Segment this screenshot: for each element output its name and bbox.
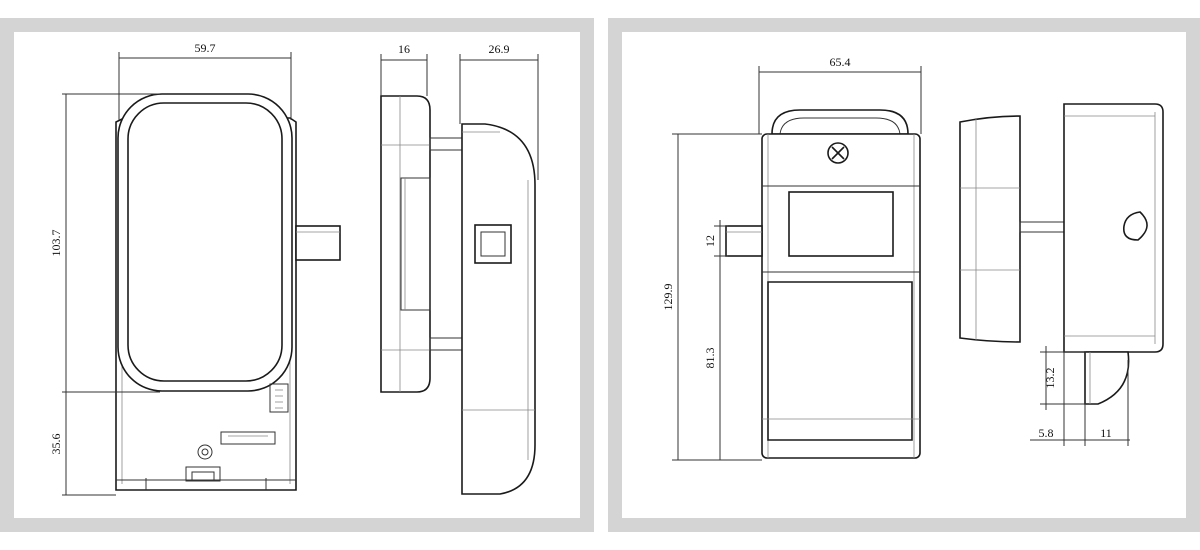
- left-side-view: [380, 95, 536, 495]
- dim-height-129-9: 129.9: [661, 284, 675, 311]
- dim-depth-26-9: 26.9: [489, 42, 510, 56]
- right-front-view: [725, 109, 921, 459]
- dim-depth-16: 16: [398, 42, 410, 56]
- left-front-view: [115, 93, 341, 491]
- dim-width-59-7: 59.7: [195, 41, 216, 55]
- dim-lower-81-3: 81.3: [703, 348, 717, 369]
- dim-latch-width-11: 11: [1100, 426, 1112, 440]
- dim-width-65-4: 65.4: [830, 55, 851, 69]
- right-front-dimensions: [672, 66, 922, 461]
- dim-latch-13-2: 13.2: [1043, 368, 1057, 389]
- left-front-dimensions: [62, 52, 292, 496]
- dim-height-103-7: 103.7: [49, 230, 63, 257]
- right-side-view: [959, 103, 1164, 405]
- dim-bolt-12: 12: [703, 235, 717, 247]
- left-side-dimensions: [380, 54, 539, 180]
- dim-lower-35-6: 35.6: [49, 434, 63, 455]
- right-side-dimensions: [1030, 346, 1130, 446]
- dim-offset-5-8: 5.8: [1039, 426, 1054, 440]
